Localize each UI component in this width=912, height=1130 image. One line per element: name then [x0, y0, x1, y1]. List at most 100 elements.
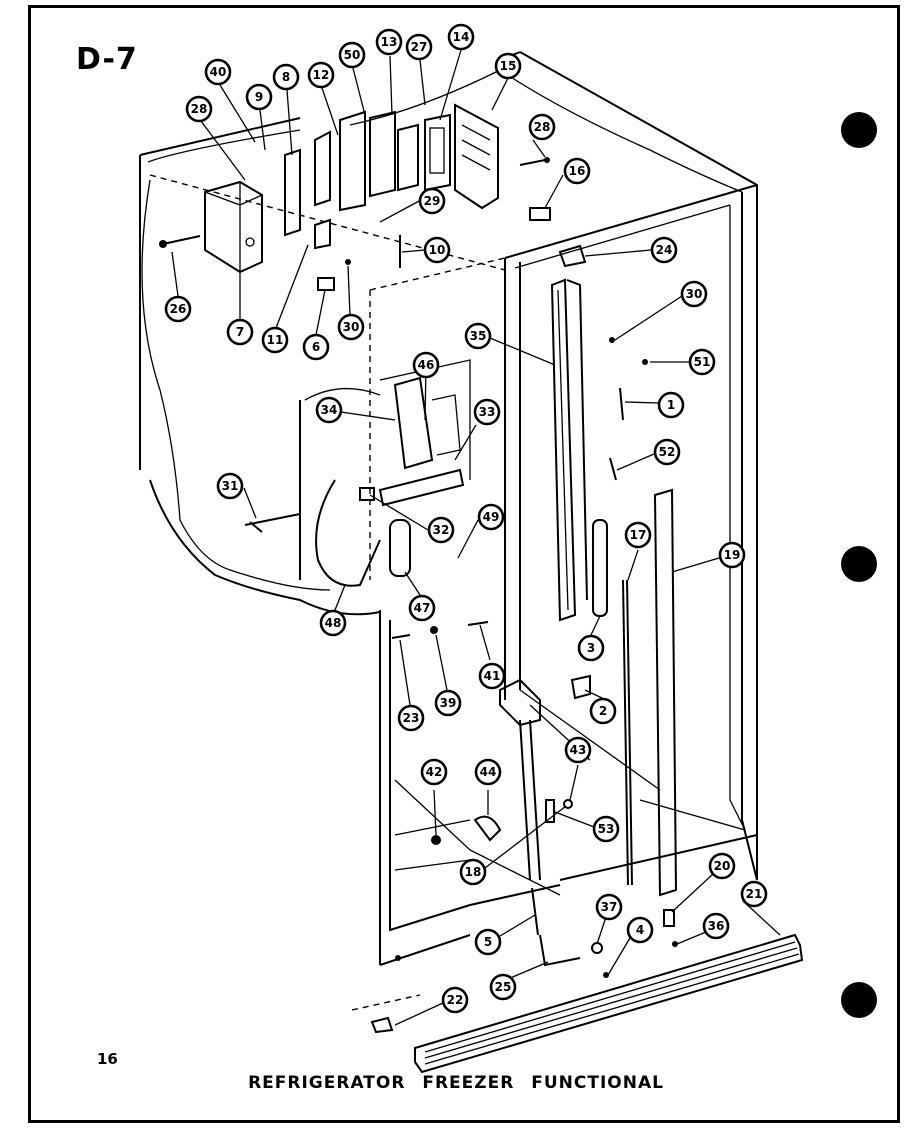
- svg-text:49: 49: [483, 510, 500, 524]
- svg-text:7: 7: [236, 325, 244, 339]
- callout-18: 18: [459, 858, 487, 886]
- callout-44: 44: [474, 758, 502, 786]
- svg-text:14: 14: [453, 30, 470, 44]
- svg-text:23: 23: [403, 711, 420, 725]
- callout-34: 34: [315, 396, 343, 424]
- diagram-caption: REFRIGERATOR FREEZER FUNCTIONAL: [248, 1073, 664, 1093]
- svg-text:36: 36: [708, 919, 725, 933]
- callout-43: 43: [564, 736, 592, 764]
- callout-23: 23: [397, 704, 425, 732]
- cabinet-outline: [139, 51, 758, 966]
- callout-22: 22: [441, 986, 469, 1014]
- callout-47: 47: [408, 594, 436, 622]
- svg-text:12: 12: [313, 68, 330, 82]
- svg-text:19: 19: [724, 548, 741, 562]
- svg-text:39: 39: [440, 696, 457, 710]
- svg-text:11: 11: [267, 333, 284, 347]
- svg-text:48: 48: [325, 616, 342, 630]
- svg-text:28: 28: [191, 102, 208, 116]
- svg-text:47: 47: [414, 601, 431, 615]
- svg-text:20: 20: [714, 859, 731, 873]
- parts: [159, 103, 804, 1074]
- svg-text:1: 1: [667, 398, 675, 412]
- svg-text:15: 15: [500, 59, 517, 73]
- callout-31: 31: [216, 472, 244, 500]
- callout-52: 52: [653, 438, 681, 466]
- callout-37: 37: [595, 893, 623, 921]
- svg-text:52: 52: [659, 445, 676, 459]
- svg-text:2: 2: [599, 704, 607, 718]
- callout-48: 48: [319, 609, 347, 637]
- svg-text:9: 9: [255, 90, 263, 104]
- callout-36: 36: [702, 912, 730, 940]
- svg-text:31: 31: [222, 479, 239, 493]
- svg-text:30: 30: [686, 287, 703, 301]
- callout-19: 19: [718, 541, 746, 569]
- binder-hole-middle: [841, 546, 877, 582]
- svg-text:32: 32: [433, 523, 450, 537]
- callout-15: 15: [494, 52, 522, 80]
- callout-49: 49: [477, 503, 505, 531]
- callout-33: 33: [473, 398, 501, 426]
- svg-text:30: 30: [343, 320, 360, 334]
- svg-text:34: 34: [321, 403, 338, 417]
- callout-51: 51: [688, 348, 716, 376]
- callout-2: 2: [589, 697, 617, 725]
- svg-text:3: 3: [587, 641, 595, 655]
- svg-text:46: 46: [418, 358, 435, 372]
- callout-13: 13: [375, 28, 403, 56]
- callout-10: 10: [423, 236, 451, 264]
- callout-8: 8: [272, 63, 300, 91]
- callout-46: 46: [412, 351, 440, 379]
- callout-50: 50: [338, 41, 366, 69]
- svg-text:4: 4: [636, 923, 644, 937]
- callout-12: 12: [307, 61, 335, 89]
- callout-7: 7: [226, 318, 254, 346]
- diagram-code: D-7: [76, 42, 138, 77]
- svg-text:6: 6: [312, 340, 320, 354]
- callout-14: 14: [447, 23, 475, 51]
- svg-text:27: 27: [411, 40, 428, 54]
- page-number: 16: [97, 1050, 118, 1068]
- svg-text:40: 40: [210, 65, 227, 79]
- svg-text:21: 21: [746, 887, 763, 901]
- callout-1: 1: [657, 391, 685, 419]
- svg-text:24: 24: [656, 243, 673, 257]
- svg-text:8: 8: [282, 70, 290, 84]
- callout-42: 42: [420, 758, 448, 786]
- svg-text:28: 28: [534, 120, 551, 134]
- callout-26: 26: [164, 295, 192, 323]
- callout-25: 25: [489, 973, 517, 1001]
- svg-text:22: 22: [447, 993, 464, 1007]
- svg-text:25: 25: [495, 980, 512, 994]
- callout-28-left: 28: [185, 95, 213, 123]
- svg-text:53: 53: [598, 822, 615, 836]
- svg-text:44: 44: [480, 765, 497, 779]
- svg-text:50: 50: [344, 48, 361, 62]
- svg-text:29: 29: [424, 194, 441, 208]
- callout-bubbles: 40 9 8 12 50 13 27 14 15 28 28 16 29 10 …: [164, 23, 768, 1014]
- callout-30-top: 30: [337, 313, 365, 341]
- svg-text:10: 10: [429, 243, 446, 257]
- callout-27: 27: [405, 33, 433, 61]
- callout-29: 29: [418, 187, 446, 215]
- callout-5: 5: [474, 928, 502, 956]
- callout-39: 39: [434, 689, 462, 717]
- callout-30-right: 30: [680, 280, 708, 308]
- svg-text:41: 41: [484, 669, 501, 683]
- svg-text:43: 43: [570, 743, 587, 757]
- page-border: [28, 5, 900, 1123]
- svg-text:35: 35: [470, 329, 487, 343]
- callout-21: 21: [740, 880, 768, 908]
- callout-6: 6: [302, 333, 330, 361]
- svg-text:18: 18: [465, 865, 482, 879]
- callout-41: 41: [478, 662, 506, 690]
- callout-53: 53: [592, 815, 620, 843]
- svg-text:42: 42: [426, 765, 443, 779]
- svg-text:13: 13: [381, 35, 398, 49]
- callout-11: 11: [261, 326, 289, 354]
- svg-text:16: 16: [569, 164, 586, 178]
- svg-text:51: 51: [694, 355, 711, 369]
